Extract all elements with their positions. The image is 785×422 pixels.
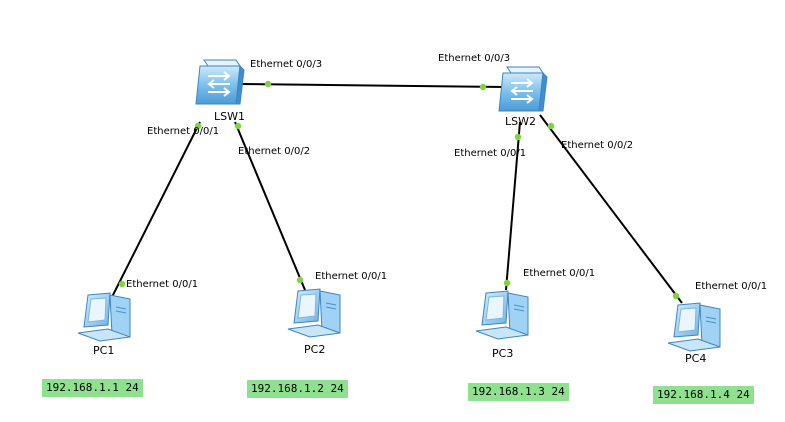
- port-label-pc1-eth001: Ethernet 0/0/1: [126, 279, 199, 290]
- ip-label-pc2: 192.168.1.2 24: [247, 380, 348, 398]
- switch-icon-lsw1[interactable]: [195, 59, 245, 105]
- port-dot-pc1: [118, 280, 126, 288]
- link-lsw1-pc2[interactable]: [234, 121, 306, 291]
- device-name-pc4: PC4: [685, 352, 707, 365]
- links: [111, 83, 683, 304]
- device-name-lsw2: LSW2: [505, 115, 536, 128]
- port-label-pc2-eth001: Ethernet 0/0/1: [315, 271, 388, 282]
- port-label-lsw2-eth001: Ethernet 0/0/1: [454, 148, 527, 159]
- pc-icon-pc3[interactable]: [475, 290, 529, 340]
- link-lsw1-pc1[interactable]: [111, 121, 201, 298]
- port-dot-lsw1-eth001: [194, 122, 202, 130]
- ip-label-pc1: 192.168.1.1 24: [42, 379, 143, 397]
- port-dot-pc2: [296, 276, 304, 284]
- port-label-lsw2-eth003: Ethernet 0/0/3: [438, 53, 511, 64]
- device-name-lsw1: LSW1: [214, 110, 245, 123]
- device-name-pc2: PC2: [304, 343, 326, 356]
- port-dot-lsw2-eth003: [479, 83, 487, 91]
- pc-icon-pc1[interactable]: [77, 292, 131, 342]
- device-name-pc3: PC3: [492, 347, 514, 360]
- port-dot-pc4: [672, 292, 680, 300]
- port-dot-lsw1-eth002: [234, 122, 242, 130]
- ip-label-pc3: 192.168.1.3 24: [468, 383, 569, 401]
- port-label-lsw1-eth002: Ethernet 0/0/2: [238, 146, 311, 157]
- port-dots: [118, 80, 680, 300]
- port-dot-lsw1-eth003: [264, 80, 272, 88]
- port-label-lsw1-eth003: Ethernet 0/0/3: [250, 59, 323, 70]
- link-lsw2-pc3[interactable]: [505, 121, 521, 291]
- port-dot-lsw2-eth002: [547, 122, 555, 130]
- port-label-lsw1-eth001: Ethernet 0/0/1: [147, 126, 220, 137]
- port-dot-lsw2-eth001: [514, 133, 522, 141]
- port-dot-pc3: [503, 279, 511, 287]
- link-lsw1-lsw2[interactable]: [239, 83, 506, 88]
- pc-icon-pc2[interactable]: [287, 288, 341, 338]
- device-name-pc1: PC1: [93, 344, 115, 357]
- switch-icon-lsw2[interactable]: [498, 66, 548, 112]
- port-label-pc4-eth001: Ethernet 0/0/1: [695, 281, 768, 292]
- link-lsw2-pc4[interactable]: [539, 114, 683, 304]
- port-label-lsw2-eth002: Ethernet 0/0/2: [561, 140, 634, 151]
- pc-icon-pc4[interactable]: [667, 302, 721, 352]
- ip-label-pc4: 192.168.1.4 24: [653, 386, 754, 404]
- port-label-pc3-eth001: Ethernet 0/0/1: [523, 268, 596, 279]
